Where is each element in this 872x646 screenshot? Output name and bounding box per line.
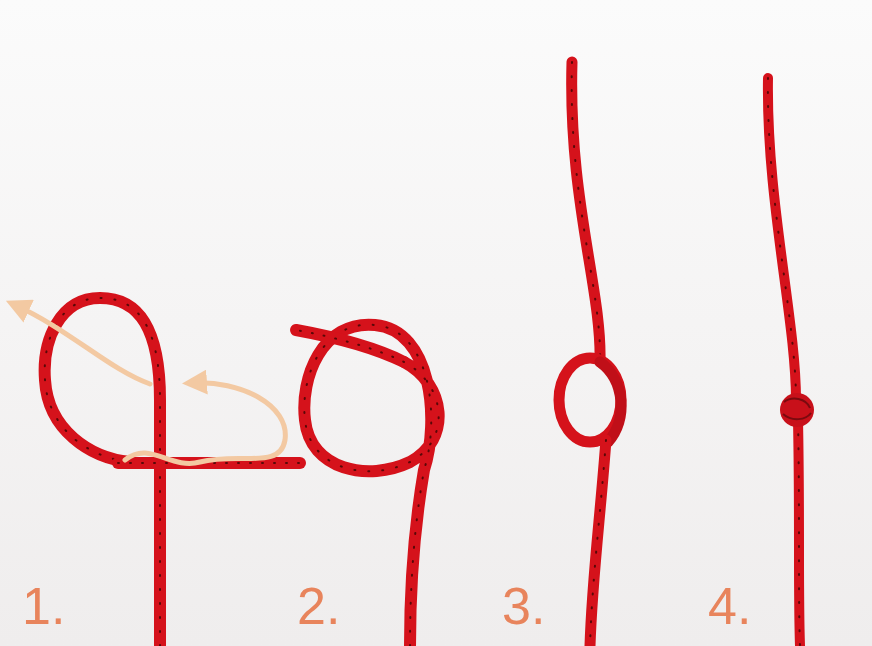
rope-step-3: [559, 62, 621, 646]
knot-step-4: [780, 393, 814, 427]
rope-step-2: [296, 325, 439, 646]
step-number: 2.: [297, 580, 340, 632]
rope-step-1: [15, 298, 300, 646]
step-number: 1.: [22, 580, 65, 632]
step-number: 3.: [502, 580, 545, 632]
rope-step-4: [768, 78, 800, 646]
step-number: 4.: [708, 580, 751, 632]
